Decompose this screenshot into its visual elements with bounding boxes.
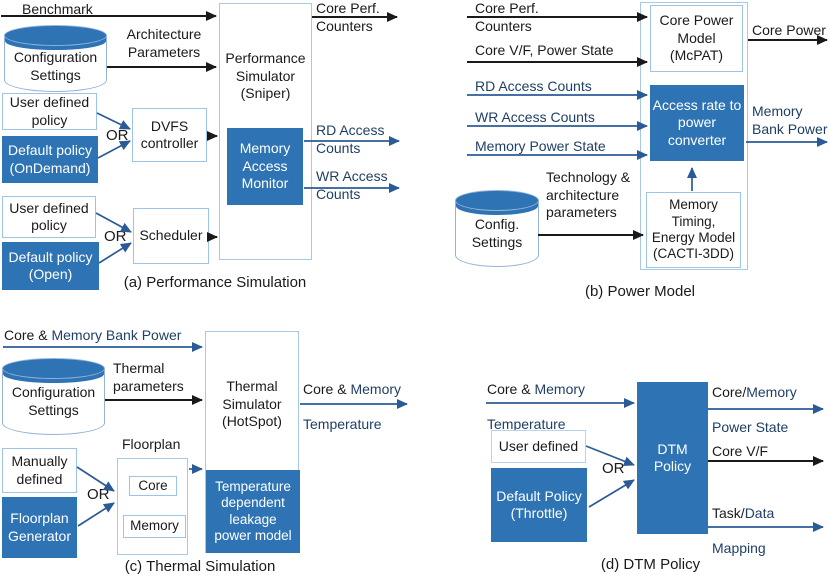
arrow-generator-to-floorplan (77, 502, 115, 527)
label-part-blue-line2: Mapping (712, 539, 766, 556)
label-memory-power-state: Memory Power State (475, 138, 606, 154)
caption-panel-a: (a) Performance Simulation (123, 274, 307, 291)
or-label-dtm: OR (602, 460, 625, 477)
config-settings-cylinder-a: Configuration Settings (4, 25, 107, 92)
floorplan-core-box: Core (129, 476, 177, 496)
scheduler-box: Scheduler (133, 208, 209, 264)
label-rd-access-counts-out: RD Access Counts (316, 122, 385, 156)
label-part-black: Core & (4, 327, 52, 343)
label-core-perf-counters-in: Core Perf. Counters (475, 0, 539, 34)
label-part-black: Core & (303, 380, 351, 397)
floorplan-generator-box: Floorplan Generator (2, 497, 77, 558)
caption-panel-d: (d) DTM Policy (600, 556, 701, 573)
or-label-dvfs: OR (106, 127, 129, 144)
temperature-leakage-model-box: Temperature dependent leakage power mode… (206, 470, 300, 553)
label-task-data-mapping-out: Task/Data Mapping (712, 487, 817, 557)
label-memory-bank-power-out: Memory Bank Power (752, 103, 828, 137)
or-label-floorplan: OR (87, 486, 110, 503)
label-part-blue-line2: Temperature (487, 415, 566, 432)
floorplan-memory-box: Memory (123, 515, 186, 538)
user-defined-box: User defined (491, 430, 586, 463)
caption-panel-c: (c) Thermal Simulation (124, 558, 276, 575)
label-core-vf-power-state: Core V/F, Power State (475, 42, 614, 58)
label-part-blue: Memory (534, 380, 586, 397)
label-technology-arch-parameters: Technology & architecture parameters (546, 169, 631, 220)
config-settings-cylinder-c: Configuration Settings (2, 358, 105, 435)
label-wr-access-counts-in: WR Access Counts (475, 109, 595, 125)
label-core-power-out: Core Power (752, 22, 826, 38)
user-defined-policy-box-top: User defined policy (2, 93, 97, 130)
caption-panel-b: (b) Power Model (584, 283, 696, 300)
label-core-memory-bank-power-in: Core & Memory Bank Power (4, 327, 181, 345)
cylinder-label: Configuration Settings (13, 49, 98, 83)
label-part-blue: Memory (746, 383, 797, 400)
floorplan-box (117, 458, 188, 555)
label-part-blue-line2: Temperature (303, 415, 382, 432)
label-part-blue: Memory (350, 380, 402, 397)
cylinder-label: Configuration Settings (11, 384, 96, 418)
cylinder-lid (2, 358, 105, 379)
label-core-vf-out: Core V/F (712, 443, 769, 459)
dtm-policy-box: DTM Policy (637, 382, 708, 534)
thermal-simulator-label: Thermal Simulator (HotSpot) (222, 378, 282, 429)
label-floorplan: Floorplan (122, 436, 181, 452)
label-wr-access-counts-out: WR Access Counts (316, 168, 388, 202)
label-part-blue: Memory Bank Power (51, 327, 182, 343)
label-core-perf-counters-out: Core Perf. Counters (316, 0, 380, 34)
manually-defined-box: Manually defined (2, 448, 77, 493)
label-rd-access-counts-in: RD Access Counts (475, 78, 592, 94)
performance-simulator-label: Performance Simulator (Sniper) (225, 50, 306, 101)
label-core-memory-power-state-out: Core/Memory Power State (712, 366, 830, 436)
memory-access-monitor-box: Memory Access Monitor (227, 128, 303, 205)
dvfs-controller-box: DVFS controller (132, 108, 207, 162)
default-policy-throttle-box: Default Policy (Throttle) (491, 468, 587, 542)
access-rate-converter-box: Access rate to power converter (650, 85, 744, 161)
default-policy-ondemand-box: Default policy (OnDemand) (2, 136, 98, 183)
label-part-blue-line2: Power State (712, 418, 789, 435)
or-label-scheduler: OR (104, 228, 127, 245)
label-part-black: Core/ (712, 383, 747, 400)
label-core-memory-temperature-out: Core & Memory Temperature (303, 363, 418, 433)
default-policy-open-box: Default policy (Open) (2, 242, 99, 290)
label-part-black: Task/ (712, 504, 745, 521)
label-benchmark: Benchmark (22, 1, 93, 17)
label-thermal-parameters: Thermal parameters (113, 360, 184, 394)
memory-timing-energy-model-box: Memory Timing, Energy Model (CACTI-3DD) (646, 192, 741, 268)
arrow-default-policy-to-dtm (588, 479, 635, 508)
core-power-model-box: Core Power Model (McPAT) (650, 5, 743, 72)
cylinder-lid (455, 190, 539, 211)
label-architecture-parameters: Architecture Parameters (126, 26, 202, 60)
cylinder-label: Config. Settings (471, 216, 523, 250)
label-part-black: Core & (487, 380, 535, 397)
cylinder-lid (4, 25, 107, 46)
label-core-memory-temperature-in: Core & Memory Temperature (487, 363, 602, 433)
user-defined-policy-box-bottom: User defined policy (2, 196, 96, 238)
config-settings-cylinder-b: Config. Settings (455, 190, 539, 267)
label-part-blue: Data (744, 504, 775, 521)
